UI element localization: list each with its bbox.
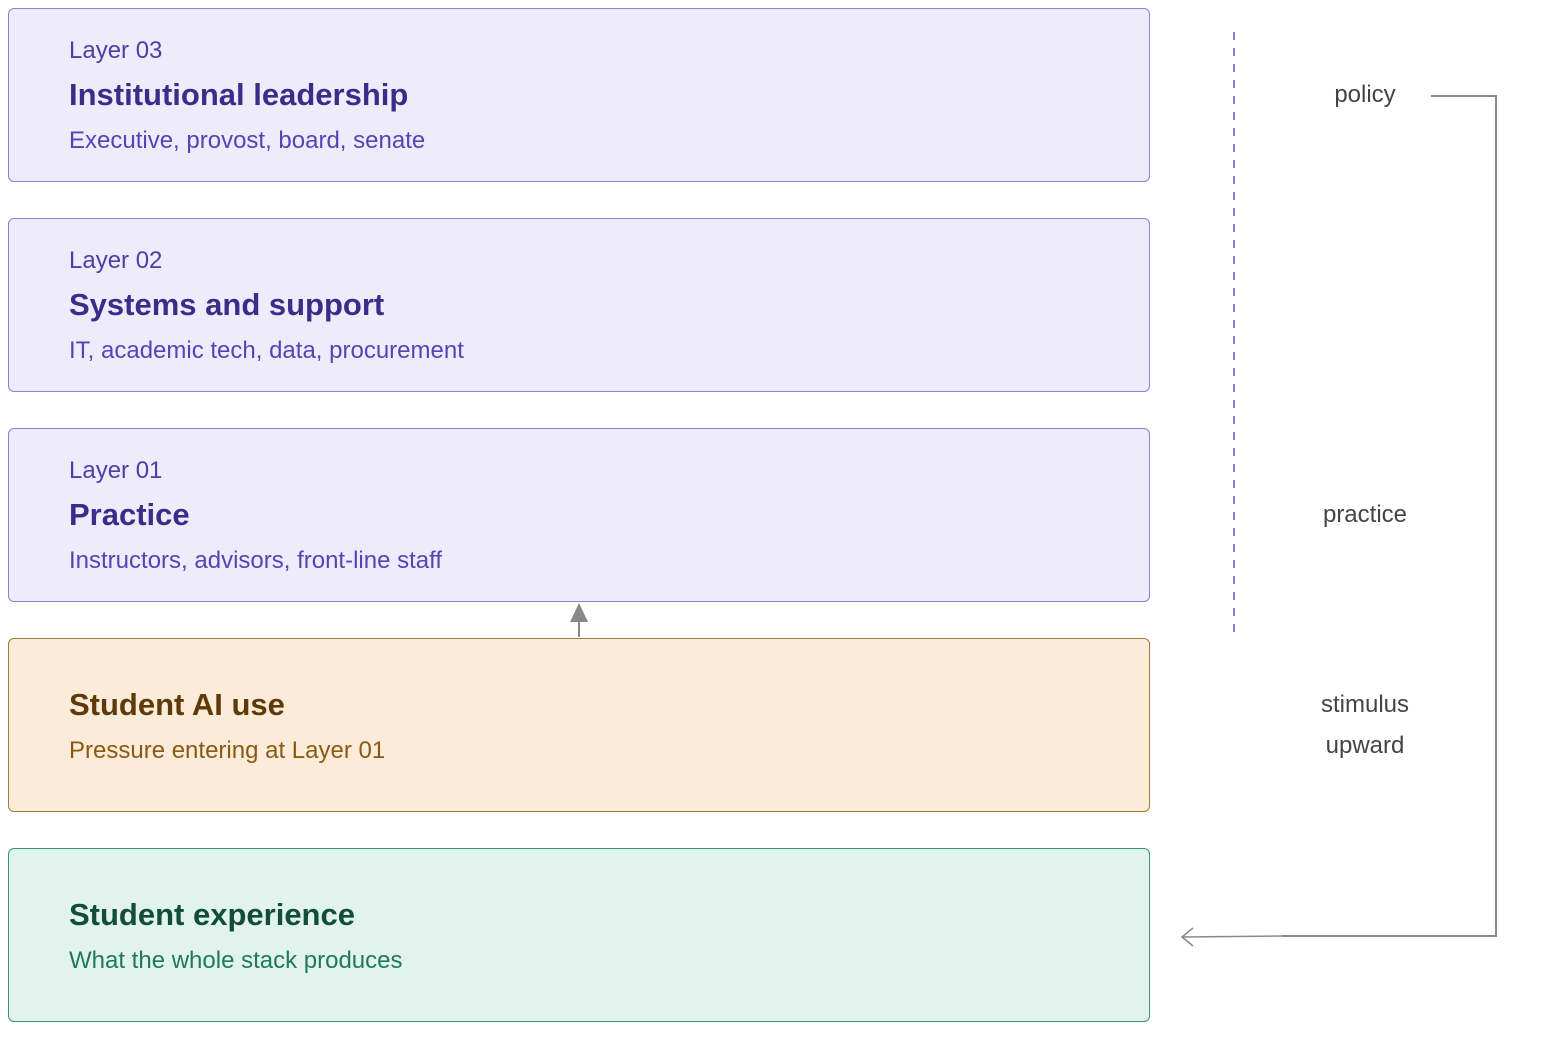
layer-01-box: Layer 01 Practice Instructors, advisors,…	[8, 428, 1150, 602]
layer-01-title: Practice	[69, 497, 190, 532]
layer-02-title: Systems and support	[69, 287, 385, 322]
layer-03-box: Layer 03 Institutional leadership Execut…	[8, 8, 1150, 182]
feedback-path	[1282, 95, 1497, 937]
student-experience-subtitle: What the whole stack produces	[69, 947, 403, 974]
student-ai-use-subtitle: Pressure entering at Layer 01	[69, 737, 386, 764]
practice-label: practice	[1322, 501, 1408, 528]
student-ai-use-title: Student AI use	[69, 687, 285, 722]
layer-01-eyebrow: Layer 01	[69, 457, 163, 484]
stimulus-label-line1: stimulus	[1320, 691, 1410, 718]
student-ai-use-box: Student AI use Pressure entering at Laye…	[8, 638, 1150, 812]
layer-03-eyebrow: Layer 03	[69, 37, 163, 64]
policy-label: policy	[1334, 81, 1396, 108]
layer-03-subtitle: Executive, provost, board, senate	[69, 127, 426, 154]
layer-02-box: Layer 02 Systems and support IT, academi…	[8, 218, 1150, 392]
layer-01-subtitle: Instructors, advisors, front-line staff	[69, 547, 443, 574]
feedback-arrow-line	[1182, 935, 1283, 938]
student-experience-box: Student experience What the whole stack …	[8, 848, 1150, 1022]
layer-02-subtitle: IT, academic tech, data, procurement	[69, 337, 464, 364]
layer-02-eyebrow: Layer 02	[69, 247, 163, 274]
layer-03-title: Institutional leadership	[69, 77, 409, 112]
stimulus-label-line2: upward	[1325, 732, 1405, 759]
stimulus-arrow-head	[570, 603, 588, 622]
feedback-arrow-head	[1180, 927, 1194, 947]
student-experience-title: Student experience	[69, 897, 355, 932]
